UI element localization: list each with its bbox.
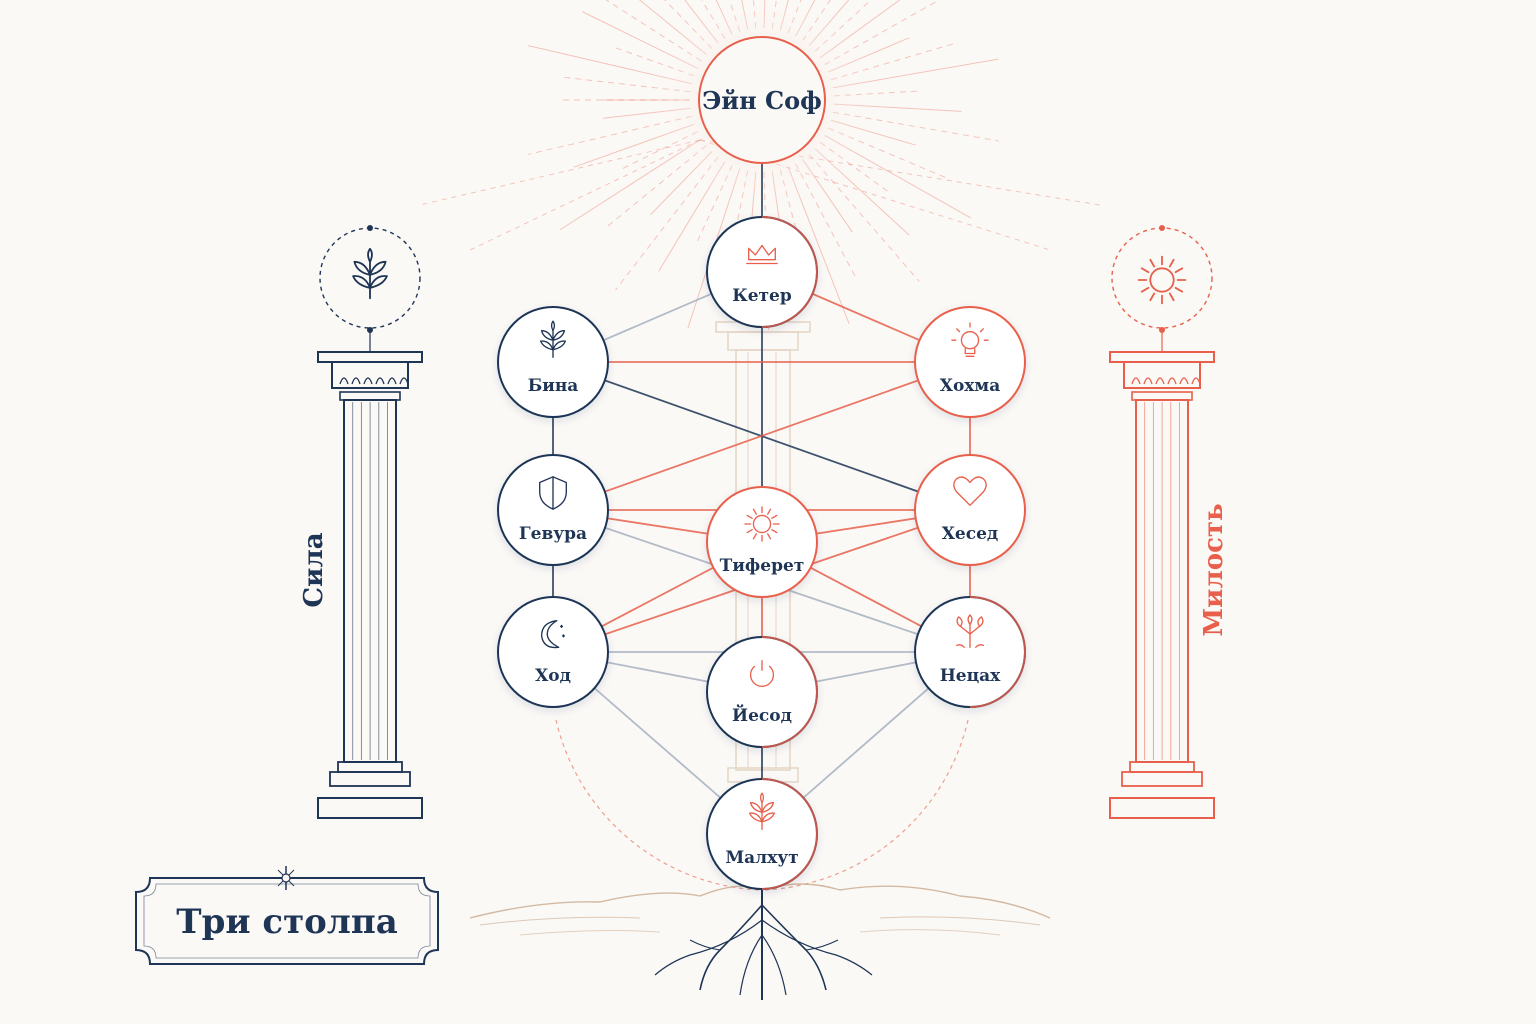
emblem-dot bbox=[1159, 225, 1165, 231]
ray bbox=[699, 139, 1101, 206]
sprout-icon bbox=[352, 247, 388, 300]
sefira-circle bbox=[497, 454, 609, 566]
pillar-necking bbox=[1131, 391, 1193, 401]
sefira-netzach: Нецах bbox=[914, 596, 1026, 708]
sefira-keter: Кетер bbox=[706, 216, 818, 328]
path-hokhma-gevura bbox=[552, 361, 971, 511]
pillar-base bbox=[317, 797, 423, 819]
pillar-right-milost bbox=[1109, 225, 1215, 819]
sefira-circle bbox=[914, 454, 1026, 566]
capital-leaf bbox=[1143, 377, 1153, 385]
sprout-icon bbox=[539, 320, 567, 358]
capital-leaf bbox=[363, 377, 373, 385]
capital-leaf bbox=[399, 377, 409, 385]
capital-leaf bbox=[1191, 377, 1201, 385]
pillar-left-label: Сила bbox=[299, 532, 329, 607]
sefira-hokhma: Хохма bbox=[914, 306, 1026, 418]
sefira-half-ring bbox=[761, 216, 818, 328]
ray bbox=[469, 139, 701, 251]
capital-leaf bbox=[339, 377, 349, 385]
pillar-capital bbox=[1123, 361, 1201, 389]
pillar-right-label: Милость bbox=[1199, 503, 1229, 636]
sefira-gevura: Гевура bbox=[497, 454, 609, 566]
sefira-circle bbox=[914, 306, 1026, 418]
sefira-label: Кетер bbox=[732, 286, 792, 306]
capital-leaf bbox=[1131, 377, 1141, 385]
pillar-abacus bbox=[317, 351, 423, 363]
title-text: Три столпа bbox=[176, 902, 397, 942]
capital-leaf bbox=[387, 377, 397, 385]
power-icon bbox=[750, 660, 774, 687]
pillar-plinth bbox=[329, 771, 411, 787]
emblem-ring bbox=[1111, 227, 1213, 329]
pillar-base bbox=[1109, 797, 1215, 819]
heart-icon bbox=[953, 476, 987, 506]
sefira-half-ring bbox=[761, 636, 818, 748]
sefira-malkhut: Малхут bbox=[706, 778, 818, 890]
sefira-circle bbox=[497, 596, 609, 708]
capital-leaf bbox=[1167, 377, 1177, 385]
capital-leaf bbox=[351, 377, 361, 385]
star-icon bbox=[260, 866, 312, 890]
capital-leaf bbox=[375, 377, 385, 385]
ray bbox=[419, 139, 701, 206]
branch-icon bbox=[956, 614, 984, 648]
pillar-necking bbox=[339, 391, 401, 401]
shield-icon bbox=[539, 476, 567, 510]
sefira-label: Гевура bbox=[519, 524, 587, 544]
sefira-label: Йесод bbox=[732, 704, 792, 726]
pillar-plinth bbox=[1121, 771, 1203, 787]
sefira-label: Хесед bbox=[942, 524, 999, 544]
sun-icon bbox=[1137, 255, 1187, 305]
pillar-abacus bbox=[1109, 351, 1215, 363]
ein-sof-label: Эйн Соф bbox=[702, 86, 822, 115]
ein-sof-node: Эйн Соф bbox=[698, 36, 826, 164]
pillar-capital bbox=[331, 361, 409, 389]
roots bbox=[469, 880, 1051, 1000]
pillar-left-sila bbox=[317, 225, 423, 819]
sefira-label: Хохма bbox=[940, 376, 1000, 396]
moon-stars-icon bbox=[540, 620, 566, 649]
sefira-tiferet: Тиферет bbox=[706, 486, 818, 598]
capital-leaf bbox=[1179, 377, 1189, 385]
sefira-circle bbox=[497, 306, 609, 418]
lightbulb-icon bbox=[951, 322, 989, 358]
sefira-label: Малхут bbox=[725, 848, 798, 868]
pillar-torus bbox=[337, 761, 403, 773]
leaf-sprout-icon bbox=[748, 792, 776, 830]
sefira-label: Бина bbox=[528, 376, 579, 396]
radiant-sun-icon bbox=[744, 506, 780, 542]
emblem-dot bbox=[1159, 327, 1165, 333]
pillar-torus bbox=[1129, 761, 1195, 773]
emblem-dot bbox=[367, 327, 373, 333]
sefira-half-ring bbox=[761, 778, 818, 890]
sefira-label: Тиферет bbox=[720, 556, 805, 576]
sefira-yesod: Йесод bbox=[706, 636, 818, 748]
sefira-half-ring bbox=[969, 596, 1026, 708]
sefira-hesed: Хесед bbox=[914, 454, 1026, 566]
sefira-bina: Бина bbox=[497, 306, 609, 418]
sefira-label: Ход bbox=[535, 666, 571, 686]
sefira-hod: Ход bbox=[497, 596, 609, 708]
sefira-label: Нецах bbox=[940, 666, 1001, 686]
sefira-circle bbox=[706, 486, 818, 598]
crown-icon bbox=[746, 244, 778, 265]
title-plaque: Три столпа bbox=[135, 866, 439, 965]
emblem-dot bbox=[367, 225, 373, 231]
capital-leaf bbox=[1155, 377, 1165, 385]
